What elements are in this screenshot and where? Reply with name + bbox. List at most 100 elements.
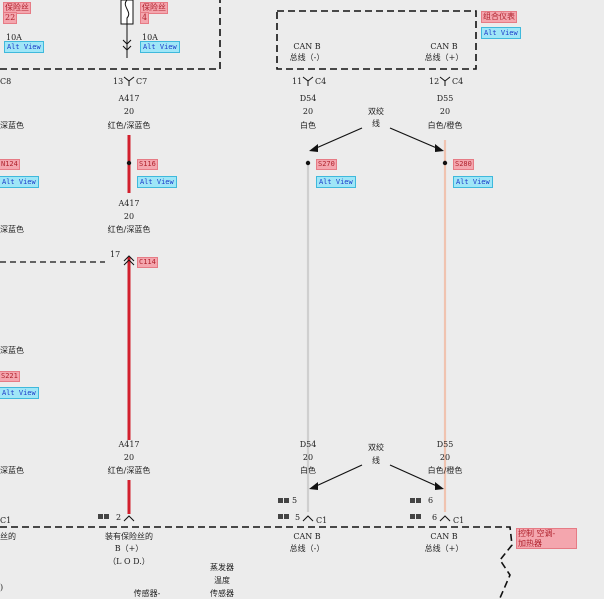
left-wire-color: 深蓝色 [0,121,24,130]
can-b-minus-bottom-sub: 总线（-） [289,544,325,553]
connector-pin5-icon [302,515,314,522]
left-wire-color: 深蓝色 [0,225,24,234]
pin-13-label: 13 [113,77,124,86]
sensor-dash-label: 传感器- [133,589,161,598]
fuse-4-label: 保险丝 [140,2,168,14]
wire-color: 白色 [300,121,316,130]
splice-s270-label: S270 [316,159,337,170]
alt-view-button[interactable]: Alt View [453,176,493,188]
splice-s221-label: S221 [0,371,20,382]
alt-view-button[interactable]: Alt View [140,41,180,53]
splice-s116-label: S116 [137,159,158,170]
splice-dot-s280 [442,160,448,166]
wire-id-d54: D54 [299,94,317,103]
connector-c1-left-label: C1 [0,516,12,525]
wire-color: 白色 [300,466,316,475]
left-wire-color: 深蓝色 [0,346,24,355]
fused-b-sub: B（+） [114,544,144,553]
wire-gauge: 20 [302,453,314,462]
fuse-22-number: 22 [2,12,18,24]
fuse-block-box [0,0,221,70]
wire-id-d54: D54 [299,440,317,449]
wire-gauge: 20 [123,453,135,462]
wire-color: 白色/橙色 [427,121,463,130]
wire-gauge: 20 [123,107,135,116]
hvac-control-label: 控制 空调- [518,529,556,538]
twisted-pair-label: 双绞 [368,107,384,116]
wire-color: 白色/橙色 [427,466,463,475]
pin-5-label: 5 [295,513,301,522]
module-boundary-bottom [0,526,513,598]
shield-marker-icon [98,498,421,519]
connector-c114-label: C114 [137,257,158,268]
can-b-plus-bottom-sub: 总线（+） [424,544,464,553]
twisted-pair-arrows-bottom [309,464,444,490]
can-b-minus-title: CAN B [293,42,321,51]
twisted-pair-label-2: 线 [372,119,380,128]
splice-n124-label: N124 [0,159,20,170]
connector-pin2-icon [123,515,135,522]
fused-b-label: 装有保险丝的 [105,532,153,541]
alt-view-button[interactable]: Alt View [137,176,177,188]
lod-label: （L O D.） [108,557,150,566]
pin-2-label: 2 [116,513,122,522]
wire-id-d55: D55 [436,440,454,449]
connector-c4b-icon [439,76,451,86]
can-b-plus-bottom: CAN B [430,532,458,541]
wire-gauge: 20 [439,107,451,116]
fuse-4-amp: 10A [142,33,158,42]
wire-id-a417: A417 [118,94,140,103]
splice-dot-s270 [305,160,311,166]
splice-s280-label: S280 [453,159,474,170]
can-b-plus-sub: 总线（+） [424,53,464,62]
twisted-pair-label: 双绞 [368,443,384,452]
alt-view-button[interactable]: Alt View [481,27,521,39]
twisted-pair-arrows-top [309,127,444,152]
alt-view-button[interactable]: Alt View [0,176,39,188]
chevron-down-icon [122,39,132,51]
twisted-pair-label-2: 线 [372,456,380,465]
can-b-minus-bottom: CAN B [293,532,321,541]
pin-5-small-label: 5 [292,496,298,505]
alt-view-button[interactable]: Alt View [0,387,39,399]
connector-c1a-label: C1 [316,516,328,525]
cluster-label: 组合仪表 [481,11,517,23]
pin-17-label: 17 [110,250,121,259]
alt-view-button[interactable]: Alt View [4,41,44,53]
wire-gauge: 20 [123,212,135,221]
connector-c7-icon [123,76,135,86]
connector-c4a-label: C4 [315,77,327,86]
can-b-plus-title: CAN B [430,42,458,51]
connector-c4b-label: C4 [452,77,464,86]
hvac-module-label: 控制 空调- 加热器 [516,528,577,549]
fuse-icon [120,0,134,25]
wire-gauge: 20 [439,453,451,462]
wire-color: 红色/深蓝色 [107,121,151,130]
fuse-22-label: 保险丝 [3,2,31,14]
pin-6-label: 6 [432,513,438,522]
instrument-cluster-box [276,10,477,70]
alt-view-button[interactable]: Alt View [316,176,356,188]
connector-c8-label: C8 [0,77,12,86]
wire-id-a417: A417 [118,199,140,208]
wire-id-a417: A417 [118,440,140,449]
left-wire-color: 深蓝色 [0,466,24,475]
connector-c7-label: C7 [136,77,148,86]
connector-c1b-label: C1 [453,516,465,525]
connector-c4a-icon [302,76,314,86]
bracket-mark: ) [0,583,4,592]
connector-pin6-icon [439,515,451,522]
pin-11-label: 11 [292,77,303,86]
left-module-label: 丝的 [0,532,16,541]
hvac-heater-label: 加热器 [518,539,542,548]
splice-dot-s116 [126,160,132,166]
sensor-label: 传感器 [210,589,234,598]
fuse-4-number: 4 [139,12,150,24]
pin-6-small-label: 6 [428,496,434,505]
can-b-minus-sub: 总线（-） [289,53,325,62]
wire-id-d55: D55 [436,94,454,103]
wire-color: 红色/深蓝色 [107,466,151,475]
evap-label: 蒸发器 [210,563,234,572]
pin-12-label: 12 [429,77,440,86]
